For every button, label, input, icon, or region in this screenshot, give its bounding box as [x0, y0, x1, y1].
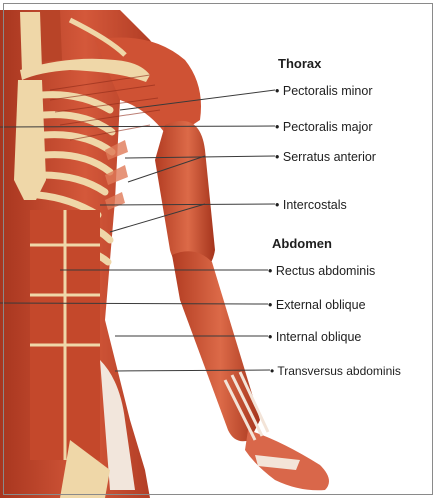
- leader-serratus-anterior-2: [128, 156, 205, 182]
- leader-intercostals: [100, 204, 275, 205]
- heading-thorax: Thorax: [278, 56, 321, 71]
- label-transversus-abdominis: • Transversus abdominis: [270, 364, 401, 378]
- label-rectus-abdominis: • Rectus abdominis: [268, 264, 375, 278]
- label-external-oblique: • External oblique: [268, 298, 366, 312]
- label-serratus-anterior: • Serratus anterior: [275, 150, 376, 164]
- heading-abdomen: Abdomen: [272, 236, 332, 251]
- leader-external-oblique: [0, 303, 268, 304]
- label-internal-oblique: • Internal oblique: [268, 330, 361, 344]
- leader-pectoralis-major: [0, 126, 275, 127]
- leader-intercostals-2: [110, 204, 205, 232]
- label-pectoralis-minor: • Pectoralis minor: [275, 84, 373, 98]
- label-pectoralis-major: • Pectoralis major: [275, 120, 373, 134]
- leader-transversus-abdominis: [115, 370, 270, 371]
- label-intercostals: • Intercostals: [275, 198, 347, 212]
- leader-pectoralis-minor: [120, 90, 275, 110]
